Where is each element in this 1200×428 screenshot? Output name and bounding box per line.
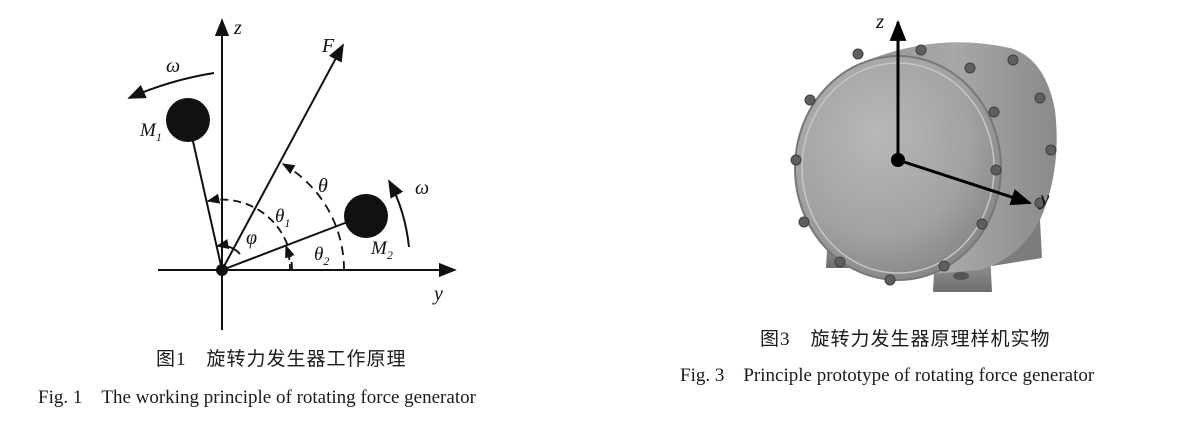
rod-m1 <box>189 127 223 271</box>
theta1-label: θ1 <box>275 206 290 230</box>
force-label: F <box>321 35 335 57</box>
device-bolts <box>790 44 1057 286</box>
omega-arrow-right <box>388 179 410 248</box>
pivot-point <box>216 264 228 276</box>
omega-label-right: ω <box>415 177 429 199</box>
arc-small-inner <box>215 239 241 255</box>
theta2-label: θ2 <box>314 244 329 268</box>
figure-1: z y F ω ω M1 M2 θ θ1 φ θ2 图1 旋转力发生器工作原理 … <box>0 0 600 423</box>
figure-1-caption-cn: 图1 旋转力发生器工作原理 <box>156 349 407 370</box>
m2-label: M2 <box>370 238 393 262</box>
arc-theta <box>281 163 345 271</box>
figure-3: z y 图3 旋转力发生器原理样机实物 Fig. 3 Principle pro… <box>600 0 1200 423</box>
mass-m2 <box>344 194 388 238</box>
theta-label: θ <box>318 175 328 197</box>
device-y-axis <box>897 158 1032 206</box>
figure-3-caption-en: Fig. 3 Principle prototype of rotating f… <box>680 365 1095 386</box>
omega-arrow-top <box>127 72 215 99</box>
device-origin <box>891 153 905 167</box>
y-axis-label: y <box>432 283 443 305</box>
device-y-label: y <box>1038 186 1050 210</box>
figure-1-caption-en: Fig. 1 The working principle of rotating… <box>38 387 476 408</box>
force-vector <box>221 43 344 271</box>
arc-theta2 <box>285 244 295 271</box>
figure-3-caption-cn: 图3 旋转力发生器原理样机实物 <box>760 329 1051 350</box>
prototype-photo: z y <box>790 9 1057 292</box>
mass-m1 <box>166 98 210 142</box>
phi-label: φ <box>246 227 257 249</box>
force-diagram: z y F ω ω M1 M2 θ θ1 φ θ2 <box>127 17 457 330</box>
device-z-label: z <box>875 9 884 33</box>
m1-label: M1 <box>139 120 162 144</box>
z-axis-label: z <box>233 17 242 39</box>
omega-label-top: ω <box>166 55 180 77</box>
rod-m2 <box>221 217 359 271</box>
